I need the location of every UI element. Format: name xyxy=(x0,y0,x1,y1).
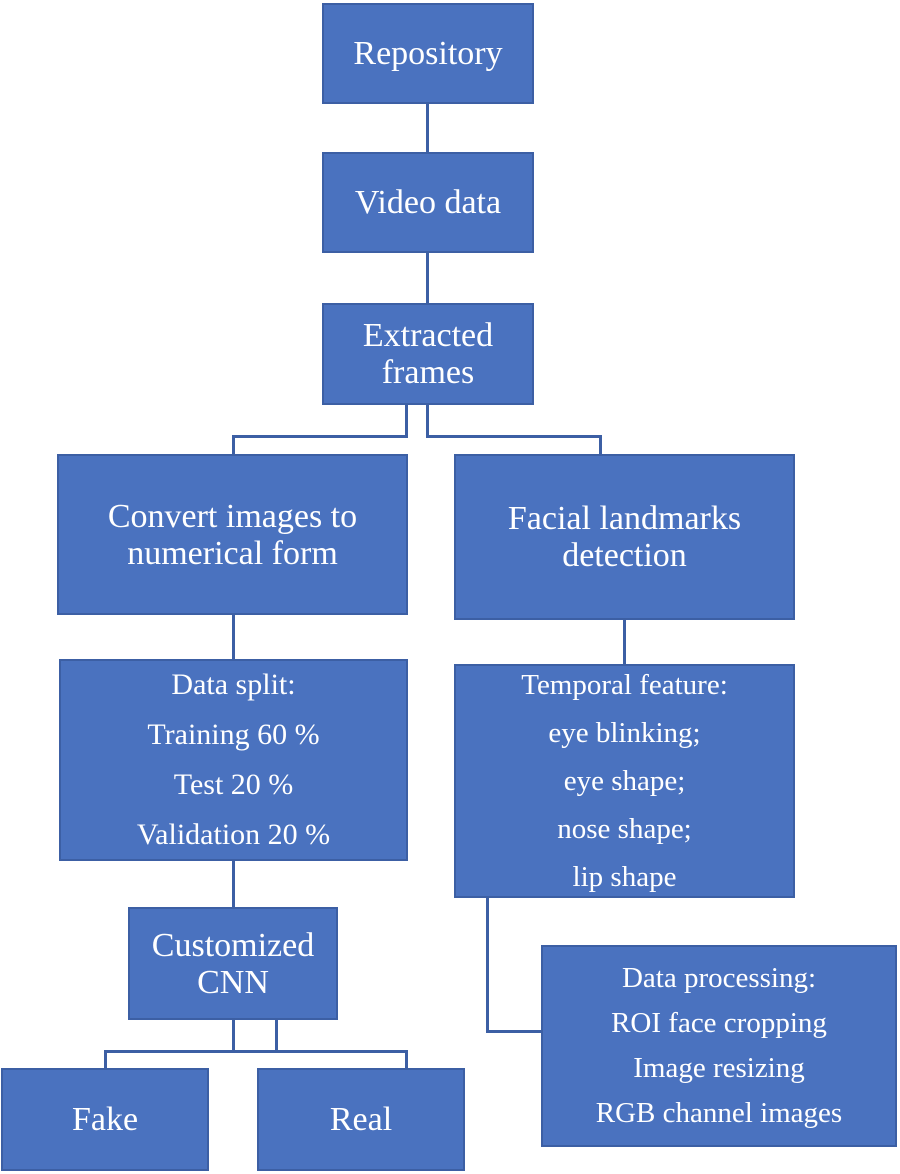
video-data-box: Video data xyxy=(322,152,534,253)
connector-real-stub xyxy=(405,1050,408,1068)
video-data-label: Video data xyxy=(354,184,502,221)
repository-box: Repository xyxy=(322,3,534,104)
real-box: Real xyxy=(257,1068,465,1171)
temporal-feature-lip-shape: lip shape xyxy=(572,861,677,893)
convert-images-line-1: Convert images to xyxy=(107,497,358,535)
connector-convert-stub xyxy=(232,435,235,454)
data-processing-box: Data processing: ROI face cropping Image… xyxy=(541,945,897,1147)
convert-images-box: Convert images to numerical form xyxy=(57,454,408,615)
data-split-training: Training 60 % xyxy=(147,718,320,751)
fake-box: Fake xyxy=(1,1068,209,1171)
convert-images-line-2: numerical form xyxy=(127,534,338,572)
connector-landmarks-temporal xyxy=(623,620,626,664)
connector-landmarks-stub xyxy=(599,435,602,454)
connector-temporal-processing-horizontal xyxy=(486,1030,542,1033)
connector-frames-right-down xyxy=(426,405,429,437)
data-split-validation: Validation 20 % xyxy=(136,818,331,851)
connector-split-cnn xyxy=(232,861,235,907)
connector-repository-video xyxy=(426,104,429,152)
data-processing-rgb: RGB channel images xyxy=(595,1097,843,1129)
connector-frames-right-horizontal xyxy=(426,435,602,438)
facial-landmarks-line-2: detection xyxy=(562,537,687,574)
connector-temporal-processing-vertical xyxy=(486,898,489,1033)
customized-cnn-line-1: Customized xyxy=(151,926,315,964)
extracted-frames-line-2: frames xyxy=(381,354,475,391)
temporal-feature-nose-shape: nose shape; xyxy=(557,813,692,845)
temporal-feature-eye-blinking: eye blinking; xyxy=(548,717,701,749)
data-processing-resizing: Image resizing xyxy=(633,1052,805,1084)
facial-landmarks-box: Facial landmarks detection xyxy=(454,454,795,620)
facial-landmarks-line-1: Facial landmarks xyxy=(507,500,742,537)
connector-convert-split xyxy=(232,615,235,659)
repository-label: Repository xyxy=(353,35,503,72)
temporal-feature-box: Temporal feature: eye blinking; eye shap… xyxy=(454,664,795,898)
customized-cnn-box: Customized CNN xyxy=(128,907,338,1020)
data-split-test: Test 20 % xyxy=(173,768,294,801)
connector-cnn-down-a xyxy=(232,1020,235,1053)
connector-output-horizontal xyxy=(104,1050,408,1053)
connector-frames-left-horizontal xyxy=(232,435,408,438)
temporal-feature-eye-shape: eye shape; xyxy=(563,765,686,797)
connector-cnn-down-b xyxy=(275,1020,278,1053)
real-label: Real xyxy=(329,1101,393,1138)
extracted-frames-line-1: Extracted xyxy=(362,317,494,354)
temporal-feature-title: Temporal feature: xyxy=(521,669,728,701)
data-processing-title: Data processing: xyxy=(621,962,817,994)
customized-cnn-line-2: CNN xyxy=(197,963,269,1001)
extracted-frames-box: Extracted frames xyxy=(322,303,534,405)
data-split-title: Data split: xyxy=(171,668,296,701)
data-split-box: Data split: Training 60 % Test 20 % Vali… xyxy=(59,659,408,861)
connector-video-frames xyxy=(426,253,429,303)
connector-frames-left-down xyxy=(405,405,408,437)
fake-label: Fake xyxy=(71,1101,139,1138)
connector-fake-stub xyxy=(104,1050,107,1068)
data-processing-roi: ROI face cropping xyxy=(611,1007,827,1039)
